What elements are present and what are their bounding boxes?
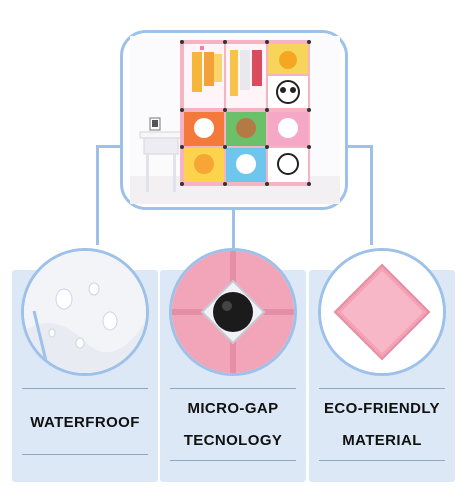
feature-label-line-1: ECO-FRIENDLY [324,400,440,417]
card-divider [319,388,445,389]
card-divider [22,454,148,455]
connector-line [370,145,373,245]
connector-line [346,145,372,148]
eco-friendly-image [318,248,446,376]
connector-line [96,145,99,245]
wardrobe-illustration [130,40,340,204]
connector-line [96,145,122,148]
card-divider [22,388,148,389]
feature-label-line-1: MICRO-GAP [187,400,279,417]
card-divider [319,460,445,461]
nightstand [139,117,183,192]
card-divider [170,388,296,389]
product-image [130,36,340,204]
connector-line [232,210,235,250]
pink-panel-icon [321,251,443,373]
connector-joint-icon [172,251,294,373]
card-divider [170,460,296,461]
feature-label: WATERFROOF [30,414,140,431]
feature-label-line-2: MATERIAL [342,432,422,449]
feature-label-line-2: TECNOLOGY [183,432,283,449]
water-drops-icon [24,251,146,373]
micro-gap-image [169,248,297,376]
waterproof-image [21,248,149,376]
